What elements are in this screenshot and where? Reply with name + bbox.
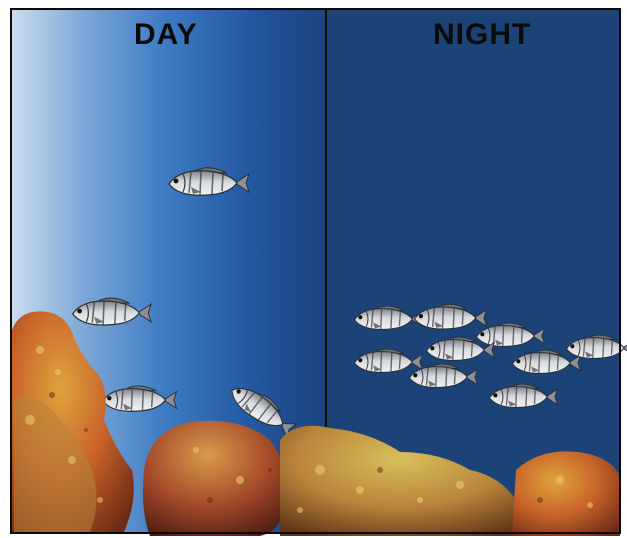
frame-border bbox=[10, 8, 621, 534]
